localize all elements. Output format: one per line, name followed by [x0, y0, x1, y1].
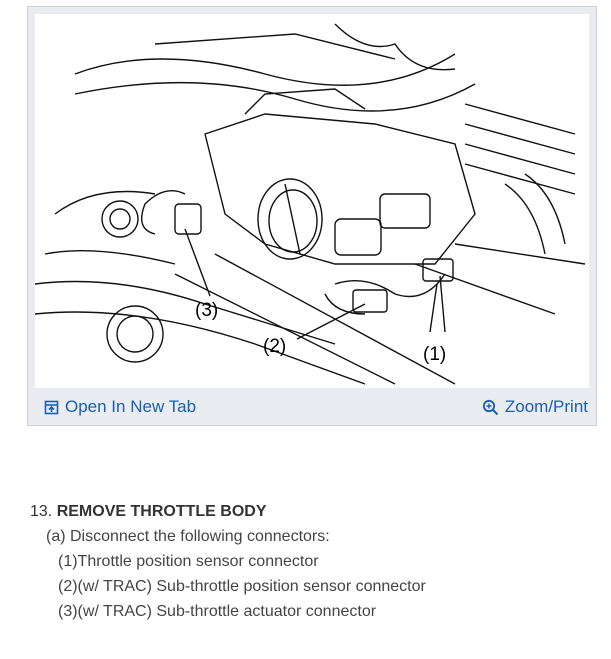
open-new-tab-icon	[44, 400, 59, 414]
callout-1: (1)	[423, 344, 446, 365]
connector-item-1: (1)Throttle position sensor connector	[58, 553, 319, 570]
zoom-print-label: Zoom/Print	[504, 397, 588, 416]
engine-diagram[interactable]: (3) (2) (1)	[35, 14, 589, 388]
diagram-figure: (3) (2) (1) Open In New Tab Zoom/Print	[27, 6, 597, 426]
connector-item-2: (2)(w/ TRAC) Sub-throttle position senso…	[58, 578, 426, 595]
zoom-print-button[interactable]: Zoom/Print	[482, 397, 588, 417]
step-heading: 13. REMOVE THROTTLE BODY	[30, 503, 266, 521]
step-title: REMOVE THROTTLE BODY	[56, 503, 267, 520]
callout-3: (3)	[195, 300, 218, 321]
zoom-icon	[482, 399, 499, 415]
figure-toolbar: Open In New Tab Zoom/Print	[28, 388, 596, 425]
throttle-body-drawing: (3) (2) (1)	[35, 23, 586, 385]
connector-item-3: (3)(w/ TRAC) Sub-throttle actuator conne…	[58, 603, 377, 620]
step-substep: (a) Disconnect the following connectors:	[46, 528, 330, 545]
callout-2: (2)	[263, 336, 286, 357]
step-number: 13.	[30, 503, 53, 520]
open-in-new-tab-button[interactable]: Open In New Tab	[44, 397, 196, 417]
open-in-new-tab-label: Open In New Tab	[65, 397, 197, 416]
